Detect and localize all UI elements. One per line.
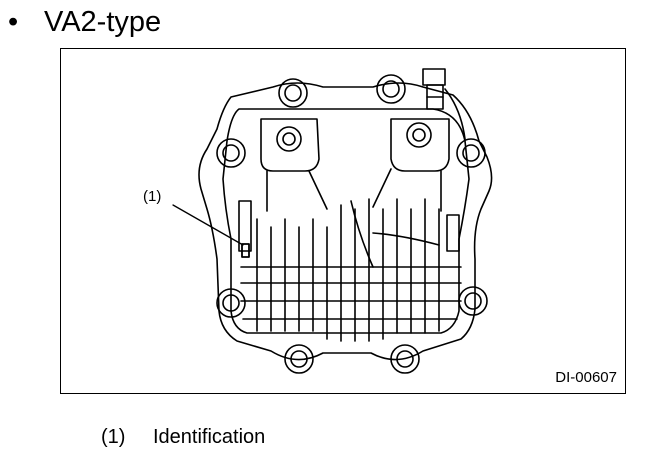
cover-outline	[198, 82, 493, 361]
callout-label-1: (1)	[143, 188, 162, 205]
callout-leader	[172, 204, 244, 246]
legend: (1) Identification	[101, 424, 265, 450]
bolt-bosses	[216, 74, 488, 374]
section-heading: • VA2-type	[8, 4, 161, 40]
legend-label: Identification	[153, 426, 266, 448]
breather-plug	[422, 68, 466, 140]
figure-id: DI-00607	[555, 369, 617, 386]
identification-mark	[241, 243, 250, 258]
section-title: VA2-type	[44, 6, 162, 38]
cover-inner-outline	[222, 108, 470, 334]
differential-cover-drawing	[172, 68, 493, 374]
diagram-frame: (1) DI-00607	[60, 48, 626, 394]
legend-number: (1)	[101, 426, 126, 448]
bullet-point: •	[8, 6, 19, 38]
